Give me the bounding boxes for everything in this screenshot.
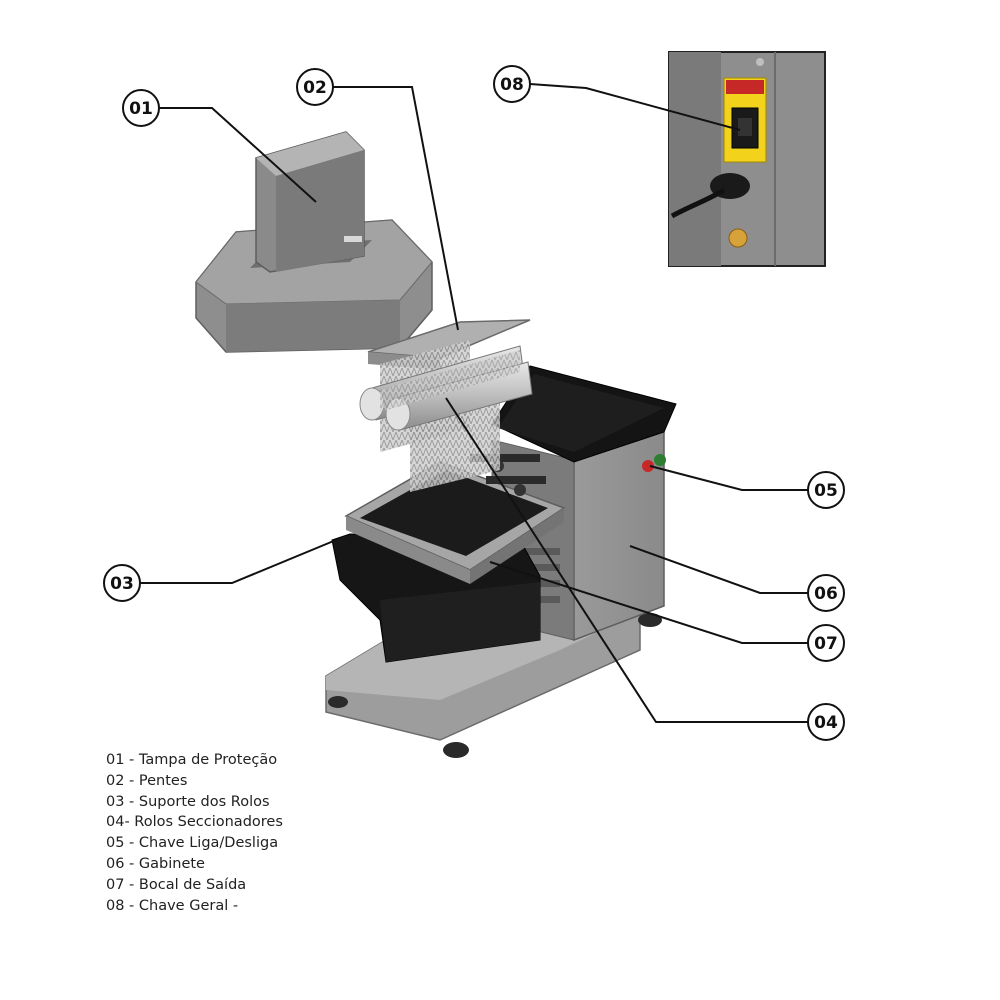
callout-06: 06	[807, 574, 845, 612]
legend-item-05: 05 - Chave Liga/Desliga	[106, 835, 279, 852]
legend-item-03: 03 - Suporte dos Rolos	[106, 793, 270, 810]
leader-lines	[140, 83, 808, 723]
protective-lid	[195, 131, 433, 353]
power-switch-red	[642, 460, 654, 472]
ground-terminal	[728, 228, 748, 248]
svg-text:08: 08	[500, 75, 524, 95]
leader-02	[333, 86, 459, 331]
roller-support	[344, 454, 566, 584]
svg-text:01: 01	[129, 99, 153, 119]
svg-text:03: 03	[110, 574, 134, 594]
cutting-rollers	[359, 345, 533, 431]
parts-legend: 01 - Tampa de Proteção 02 - Pentes 03 - …	[106, 750, 283, 916]
svg-text:05: 05	[814, 481, 838, 501]
callout-02: 02	[296, 68, 334, 106]
callout-01: 01	[122, 89, 160, 127]
legend-item-07: 07 - Bocal de Saída	[106, 876, 247, 893]
svg-text:02: 02	[303, 78, 327, 98]
svg-text:07: 07	[814, 634, 838, 654]
legend-item-02: 02 - Pentes	[106, 772, 188, 789]
leader-03	[140, 539, 337, 584]
leader-01	[159, 107, 317, 203]
legend-item-08: 08 - Chave Geral -	[106, 897, 239, 914]
leader-04	[445, 397, 808, 723]
leader-08	[529, 83, 741, 131]
svg-text:04: 04	[814, 713, 838, 733]
callout-07: 07	[807, 624, 845, 662]
power-switch-green	[654, 454, 666, 466]
callout-08: 08	[493, 65, 531, 103]
legend-item-04: 04- Rolos Seccionadores	[106, 814, 283, 831]
leader-06	[629, 545, 808, 594]
callout-05: 05	[807, 471, 845, 509]
leader-07	[489, 561, 808, 644]
leader-05	[649, 465, 808, 491]
legend-item-01: 01 - Tampa de Proteção	[106, 752, 278, 768]
callout-03: 03	[103, 564, 141, 602]
callout-04: 04	[807, 703, 845, 741]
main-switch-inset	[668, 51, 826, 267]
legend-item-06: 06 - Gabinete	[106, 855, 205, 872]
svg-text:06: 06	[814, 584, 838, 604]
